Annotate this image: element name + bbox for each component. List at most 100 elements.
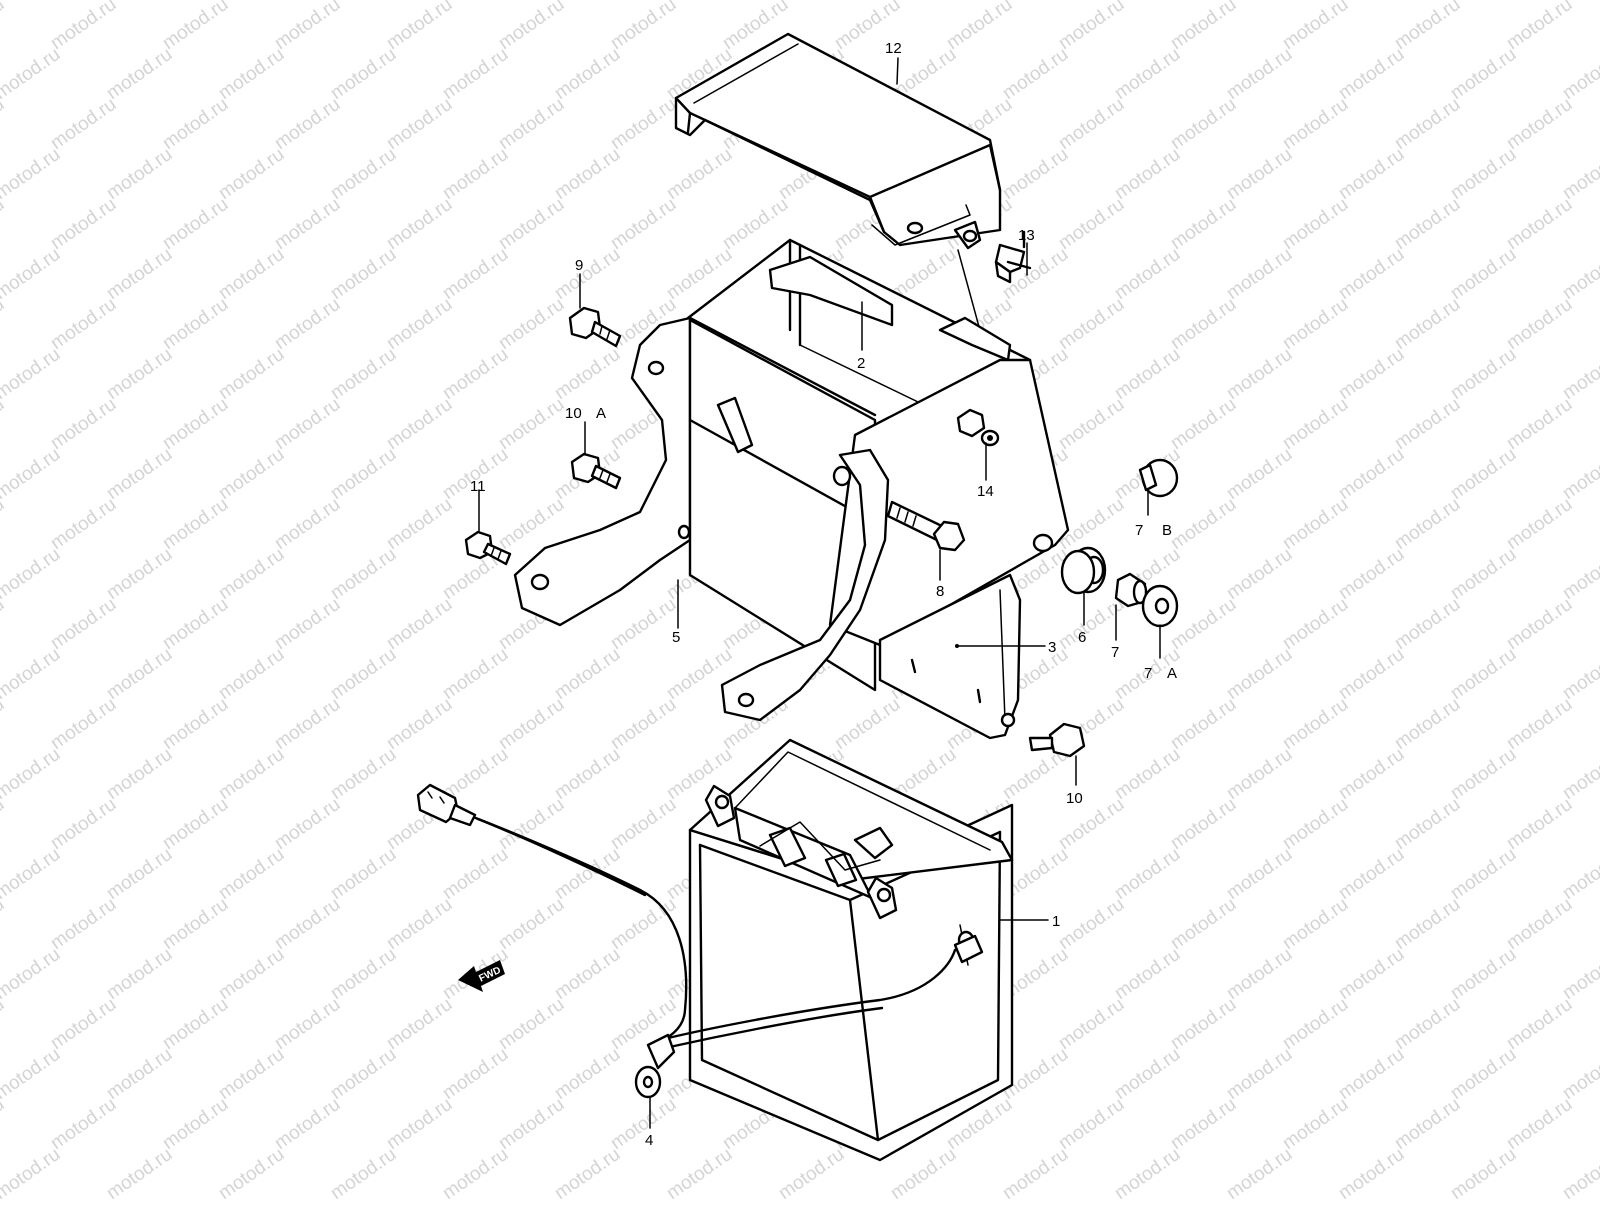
watermark-text: motod.ru [1279, 994, 1352, 1054]
watermark-text: motod.ru [1223, 244, 1296, 304]
watermark-text: motod.ru [1223, 844, 1296, 904]
watermark-text: motod.ru [1503, 294, 1576, 354]
watermark-text: motod.ru [1391, 0, 1464, 54]
callout-3: 3 [1048, 639, 1056, 656]
watermark-text: motod.ru [831, 694, 904, 754]
watermark-text: motod.ru [495, 194, 568, 254]
watermark-text: motod.ru [215, 44, 288, 104]
watermark-text: motod.ru [1055, 0, 1128, 54]
watermark-text: motod.ru [1111, 1144, 1184, 1200]
watermark-text: motod.ru [1111, 144, 1184, 204]
watermark-text: motod.ru [0, 644, 64, 704]
watermark-text: motod.ru [383, 94, 456, 154]
watermark-text: motod.ru [1447, 144, 1520, 204]
watermark-text: motod.ru [0, 1044, 64, 1104]
watermark-text: motod.ru [0, 444, 64, 504]
watermark-text: motod.ru [271, 294, 344, 354]
watermark-text: motod.ru [159, 194, 232, 254]
watermark-text: motod.ru [1111, 744, 1184, 804]
watermark-text: motod.ru [1167, 994, 1240, 1054]
watermark-text: motod.ru [551, 244, 624, 304]
watermark-text: motod.ru [1447, 744, 1520, 804]
watermark-text: motod.ru [215, 544, 288, 604]
watermark-text: motod.ru [1167, 794, 1240, 854]
watermark-text: motod.ru [47, 894, 120, 954]
watermark-text: motod.ru [47, 794, 120, 854]
watermark-text: motod.ru [327, 344, 400, 404]
watermark-text: motod.ru [1223, 44, 1296, 104]
watermark-text: motod.ru [887, 1144, 960, 1200]
watermark-text: motod.ru [551, 144, 624, 204]
watermark-text: motod.ru [1447, 344, 1520, 404]
watermark-text: motod.ru [103, 544, 176, 604]
watermark-text: motod.ru [159, 1094, 232, 1154]
watermark-text: motod.ru [1447, 1144, 1520, 1200]
watermark-text: motod.ru [439, 644, 512, 704]
watermark-text: motod.ru [0, 344, 64, 404]
watermark-text: motod.ru [607, 94, 680, 154]
watermark-text: motod.ru [0, 244, 64, 304]
watermark-text: motod.ru [1559, 1144, 1600, 1200]
watermark-text: motod.ru [327, 544, 400, 604]
callout-2: 2 [857, 355, 865, 372]
leader-lines [478, 57, 1161, 1129]
watermark-text: motod.ru [1503, 0, 1576, 54]
watermark-text: motod.ru [1111, 1044, 1184, 1104]
watermark-text: motod.ru [1447, 944, 1520, 1004]
watermark-text: motod.ru [1055, 94, 1128, 154]
watermark-text: motod.ru [1279, 694, 1352, 754]
watermark-text: motod.ru [1055, 1094, 1128, 1154]
watermark-text: motod.ru [551, 1144, 624, 1200]
watermark-text: motod.ru [1503, 1094, 1576, 1154]
watermark-text: motod.ru [1391, 494, 1464, 554]
watermark-text: motod.ru [159, 694, 232, 754]
watermark-text: motod.ru [47, 694, 120, 754]
watermark-text: motod.ru [1335, 744, 1408, 804]
watermark-text: motod.ru [103, 44, 176, 104]
watermark-text: motod.ru [943, 0, 1016, 54]
watermark-text: motod.ru [271, 0, 344, 54]
watermark-text: motod.ru [47, 1094, 120, 1154]
part-11-bolt [464, 530, 512, 566]
watermark-text: motod.ru [215, 744, 288, 804]
watermark-text: motod.ru [215, 844, 288, 904]
watermark-text: motod.ru [1055, 894, 1128, 954]
watermark-text: motod.ru [607, 1094, 680, 1154]
callout-14: 14 [977, 483, 994, 500]
callout-7a-suffix: A [1167, 665, 1177, 682]
watermark-text: motod.ru [159, 894, 232, 954]
watermark-text: motod.ru [719, 194, 792, 254]
watermark-text: motod.ru [0, 44, 64, 104]
part-6-grommet [1060, 546, 1107, 595]
watermark-text: motod.ru [327, 244, 400, 304]
watermark-text: motod.ru [383, 1094, 456, 1154]
watermark-text: motod.ru [103, 1144, 176, 1200]
watermark-text: motod.ru [327, 444, 400, 504]
watermark-text: motod.ru [47, 394, 120, 454]
watermark-text: motod.ru [1223, 1144, 1296, 1200]
watermark-text: motod.ru [551, 944, 624, 1004]
watermark-text: motod.ru [1335, 844, 1408, 904]
watermark-text: motod.ru [159, 394, 232, 454]
watermark-text: motod.ru [383, 594, 456, 654]
watermark-text: motod.ru [1167, 894, 1240, 954]
watermark-text: motod.ru [327, 44, 400, 104]
callout-9: 9 [575, 257, 583, 274]
part-7-collar [1114, 572, 1148, 608]
watermark-text: motod.ru [1391, 1094, 1464, 1154]
part-8-bolt [886, 500, 966, 552]
watermark-text: motod.ru [103, 644, 176, 704]
watermark-text: motod.ru [607, 194, 680, 254]
watermark-text: motod.ru [1503, 894, 1576, 954]
watermark-text: motod.ru [1055, 994, 1128, 1054]
watermark-text: motod.ru [103, 144, 176, 204]
callout-labels: 12 13 9 2 10 A 11 14 7 B 8 5 6 3 7 7 A 1… [470, 40, 1177, 1149]
watermark-text: motod.ru [1279, 594, 1352, 654]
watermark-text: motod.ru [47, 294, 120, 354]
watermark-text: motod.ru [327, 1044, 400, 1104]
watermark-text: motod.ru [663, 144, 736, 204]
watermark-text: motod.ru [439, 844, 512, 904]
watermark-text: motod.ru [1111, 344, 1184, 404]
callout-1: 1 [1052, 913, 1060, 930]
watermark-text: motod.ru [551, 744, 624, 804]
